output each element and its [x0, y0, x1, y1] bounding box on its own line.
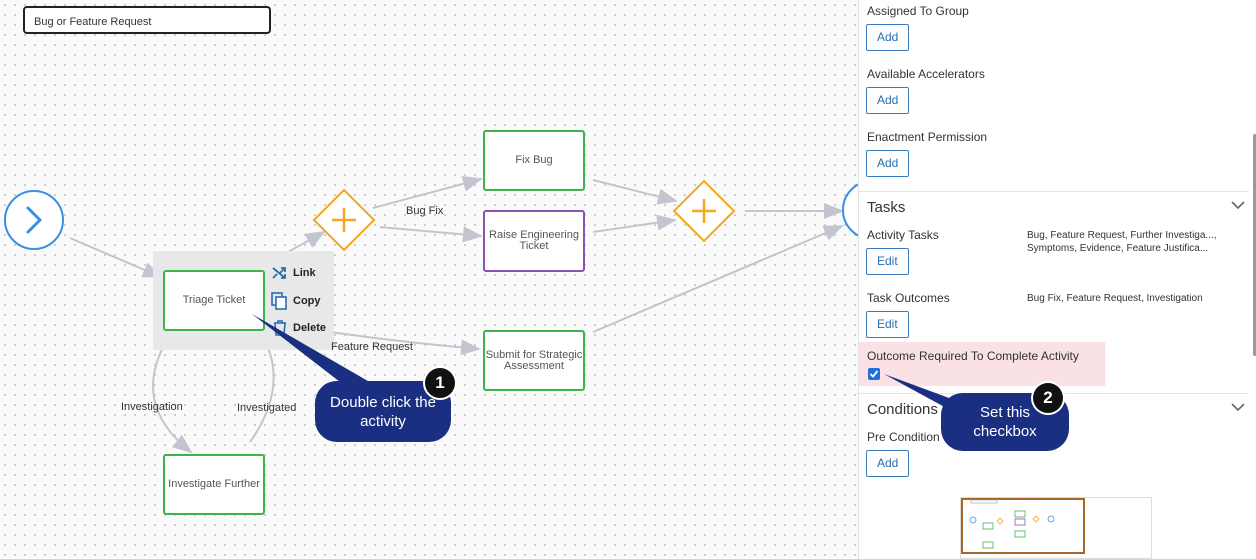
- callout-1-text: Double click the activity: [330, 393, 436, 430]
- process-canvas[interactable]: Bug or Feature Request: [0, 0, 858, 559]
- edge-triage-investigate: [152, 331, 193, 454]
- enactment-permission-add-button[interactable]: Add: [866, 150, 910, 177]
- chevron-down-icon: [1231, 201, 1245, 210]
- parallel-gateway-split[interactable]: [312, 188, 376, 252]
- chevron-down-icon: [1231, 403, 1245, 412]
- activity-tasks-value: Bug, Feature Request, Further Investiga.…: [1027, 230, 1217, 254]
- edge-label-feature-request: Feature Request: [331, 341, 413, 353]
- context-link[interactable]: Link: [271, 265, 316, 281]
- task-outcomes-label: Task Outcomes: [867, 291, 950, 305]
- checkmark-icon: [869, 370, 879, 378]
- activity-label: Raise Engineering Ticket: [489, 229, 579, 252]
- edge-raise-join: [592, 214, 677, 233]
- activity-label: Fix Bug: [515, 154, 553, 166]
- callout-2-text: Set this checkbox: [973, 404, 1037, 440]
- context-link-label: Link: [293, 267, 316, 279]
- plus-icon: [692, 199, 716, 223]
- available-accelerators-add-button[interactable]: Add: [866, 87, 910, 114]
- conditions-section-title: Conditions: [867, 401, 938, 418]
- chevron-right-icon: [26, 206, 42, 234]
- edge-gateway-fixbug: [372, 175, 483, 209]
- panel-scrollbar[interactable]: [1253, 134, 1256, 356]
- edge-start-triage: [69, 237, 163, 278]
- tasks-section-header[interactable]: Tasks: [859, 191, 1249, 222]
- callout-pointer-1: [252, 314, 380, 388]
- outcome-required-checkbox[interactable]: [868, 368, 880, 380]
- outcome-required-highlight: [859, 342, 1105, 386]
- activity-tasks-label: Activity Tasks: [867, 228, 939, 242]
- process-title: Bug or Feature Request: [34, 16, 152, 28]
- properties-panel: Assigned To Group Add Available Accelera…: [858, 0, 1256, 559]
- parallel-gateway-join[interactable]: [672, 179, 736, 243]
- context-delete-label: Delete: [293, 322, 327, 334]
- link-icon: [272, 267, 286, 279]
- callout-1: Double click the activity: [315, 381, 451, 442]
- pre-condition-label: Pre Condition: [867, 430, 940, 444]
- assigned-to-group-add-button[interactable]: Add: [866, 24, 910, 51]
- activity-submit-strategic-assessment[interactable]: Submit for Strategic Assessment: [483, 330, 585, 391]
- activity-triage-ticket[interactable]: Triage Ticket: [163, 270, 265, 331]
- activity-label: Investigate Further: [168, 478, 260, 490]
- assigned-to-group-label: Assigned To Group: [867, 4, 969, 18]
- tasks-section-title: Tasks: [867, 199, 906, 216]
- connectors: [69, 175, 844, 454]
- edge-submit-end: [592, 225, 844, 333]
- callout-1-badge: 1: [425, 368, 455, 398]
- activity-label: Submit for Strategic Assessment: [485, 348, 583, 372]
- end-event[interactable]: [840, 178, 858, 244]
- activity-investigate-further[interactable]: Investigate Further: [163, 454, 265, 515]
- available-accelerators-label: Available Accelerators: [867, 67, 985, 81]
- outcome-required-label: Outcome Required To Complete Activity: [867, 349, 1079, 363]
- start-event[interactable]: [2, 188, 68, 254]
- enactment-permission-label: Enactment Permission: [867, 130, 988, 144]
- plus-icon: [332, 208, 356, 232]
- pre-condition-add-button[interactable]: Add: [866, 450, 910, 477]
- minimap-viewport[interactable]: [961, 498, 1085, 554]
- minimap[interactable]: [960, 497, 1152, 559]
- edge-gateway-raise: [379, 226, 483, 243]
- task-outcomes-edit-button[interactable]: Edit: [866, 311, 909, 338]
- activity-raise-engineering-ticket[interactable]: Raise Engineering Ticket: [483, 210, 585, 272]
- context-copy[interactable]: Copy: [271, 292, 321, 310]
- edge-fixbug-join: [592, 179, 678, 205]
- minimap-preview: [969, 499, 1055, 549]
- context-copy-label: Copy: [293, 295, 321, 307]
- task-outcomes-value: Bug Fix, Feature Request, Investigation: [1027, 293, 1203, 304]
- callout-2-badge: 2: [1033, 383, 1063, 413]
- edge-label-bug-fix: Bug Fix: [406, 205, 444, 217]
- edge-label-investigation: Investigation: [121, 401, 183, 413]
- activity-tasks-edit-button[interactable]: Edit: [866, 248, 909, 275]
- activity-fix-bug[interactable]: Fix Bug: [483, 130, 585, 191]
- edge-label-investigated: Investigated: [237, 402, 297, 414]
- activity-label: Triage Ticket: [182, 294, 246, 306]
- copy-icon: [271, 292, 287, 310]
- process-title-box[interactable]: Bug or Feature Request: [23, 6, 271, 34]
